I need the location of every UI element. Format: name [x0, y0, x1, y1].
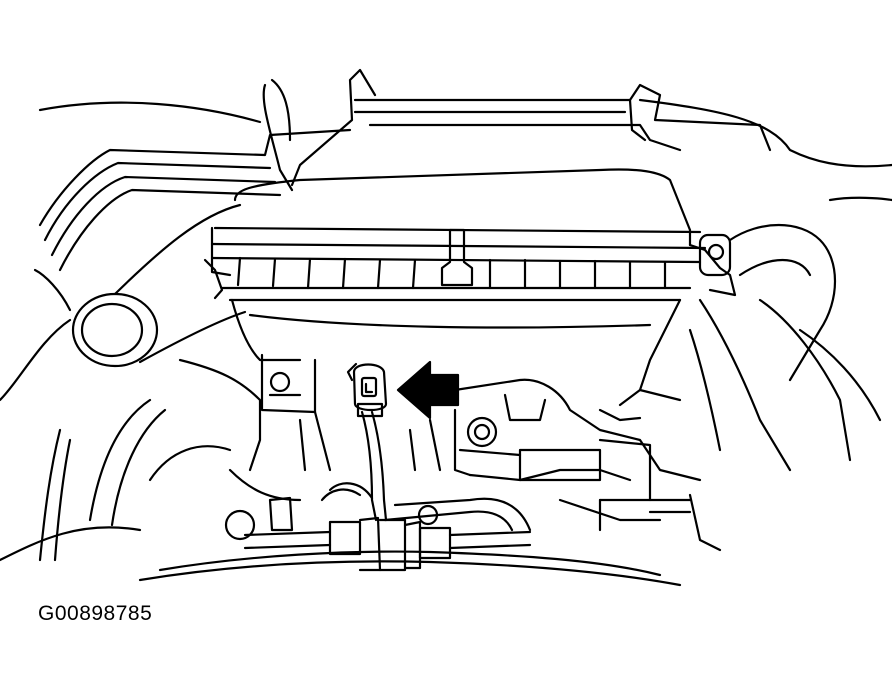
- background-body-lines: [0, 98, 892, 562]
- air-cleaner-case: [230, 298, 682, 414]
- right-hoses: [688, 196, 892, 472]
- intake-hose: [33, 203, 247, 368]
- engine-bay-illustration: [0, 68, 892, 587]
- lower-left-tubes: [38, 358, 262, 562]
- sensor-wire: [320, 410, 388, 522]
- sensor-connector: [346, 362, 388, 418]
- air-cleaner-cover: [203, 168, 737, 302]
- throttle-body: [408, 378, 722, 552]
- lower-pipe-assembly: [138, 496, 682, 587]
- pointer-arrow-icon: [396, 360, 460, 420]
- figure-code: G00898785: [38, 602, 153, 625]
- misc-details: [228, 388, 682, 502]
- wire-harness-top: [38, 68, 772, 272]
